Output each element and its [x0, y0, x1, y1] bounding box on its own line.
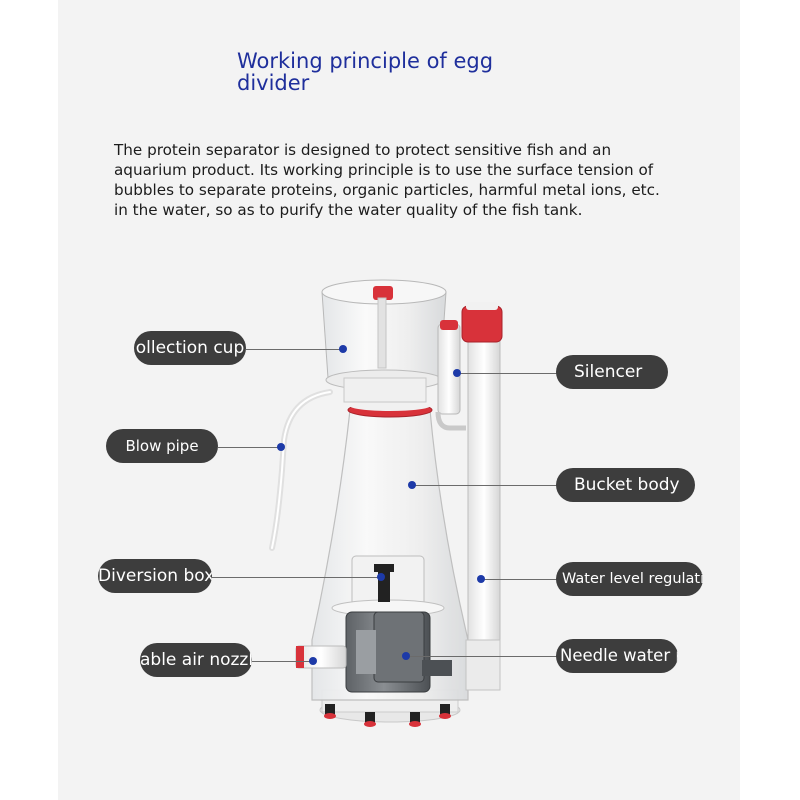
leader-diversion-box: [212, 577, 380, 578]
air-nozzle: [295, 645, 347, 669]
label-air-nozzle-text: able air nozzle: [140, 650, 252, 670]
description-line-3: bubbles to separate proteins, organic pa…: [114, 181, 660, 199]
leader-blow-pipe: [218, 447, 280, 448]
label-valve-text: Water level regulating valve: [562, 571, 703, 587]
silencer: [435, 320, 466, 431]
leader-silencer: [458, 373, 558, 374]
description-line-2: aquarium product. Its working principle …: [114, 161, 654, 179]
label-blow-pipe: Blow pipe: [106, 429, 218, 463]
valve-pipe: [461, 302, 503, 691]
leader-bucket-body: [414, 485, 558, 486]
label-air-nozzle: able air nozzle: [140, 643, 252, 677]
blow-pipe-tube: [269, 389, 333, 551]
marker-silencer: [453, 369, 461, 377]
marker-valve: [477, 575, 485, 583]
label-water-pump: Needle water pump: [556, 639, 678, 673]
label-collection-cup-text: ollection cup: [135, 338, 245, 358]
leader-air-nozzle: [252, 661, 312, 662]
marker-water-pump: [402, 652, 410, 660]
marker-air-nozzle: [309, 657, 317, 665]
label-water-pump-text: Needle water pump: [560, 646, 678, 665]
needle-water-pump: [345, 611, 452, 693]
label-silencer: Silencer: [556, 355, 668, 389]
title-line-2: divider: [237, 71, 310, 95]
collection-cup: [321, 279, 447, 403]
leader-collection-cup: [246, 349, 342, 350]
label-diversion-box: Diversion box: [98, 559, 212, 593]
description: The protein separator is designed to pro…: [114, 140, 704, 220]
page-title: Working principle of egg divider: [237, 50, 557, 94]
base-feet: [324, 704, 451, 727]
leader-water-pump: [410, 656, 558, 657]
marker-diversion-box: [377, 573, 385, 581]
label-valve: Water level regulating valve: [556, 562, 703, 596]
marker-blow-pipe: [277, 443, 285, 451]
title-line-1: Working principle of egg: [237, 49, 494, 73]
label-diversion-box-text: Diversion box: [98, 566, 212, 586]
description-line-1: The protein separator is designed to pro…: [114, 141, 612, 159]
leader-valve: [484, 579, 558, 580]
description-line-4: in the water, so as to purify the water …: [114, 201, 583, 219]
label-bucket-body: Bucket body: [556, 468, 695, 502]
label-bucket-body-text: Bucket body: [574, 475, 680, 495]
label-silencer-text: Silencer: [574, 362, 643, 382]
marker-bucket-body: [408, 481, 416, 489]
label-blow-pipe-text: Blow pipe: [125, 437, 199, 455]
label-collection-cup: ollection cup: [134, 331, 246, 365]
marker-collection-cup: [339, 345, 347, 353]
